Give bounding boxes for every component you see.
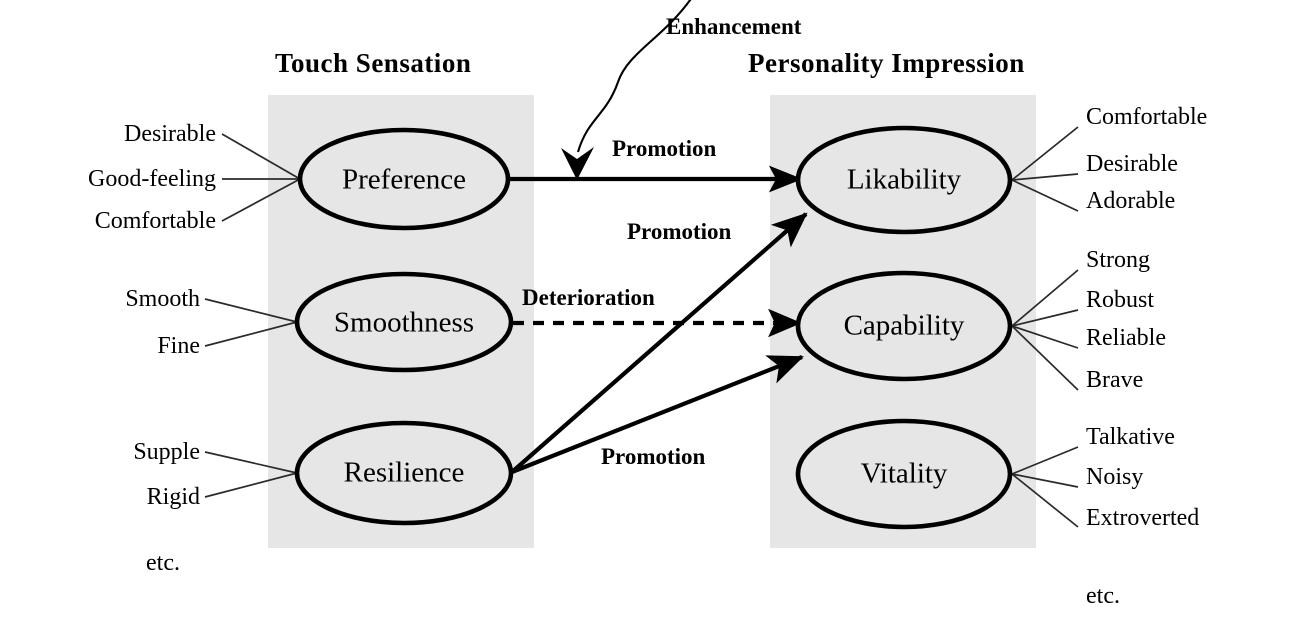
attribute-resilience-2: Rigid: [146, 484, 200, 510]
attribute-likability-2: Desirable: [1086, 151, 1178, 177]
attribute-preference-2: Good-feeling: [88, 166, 216, 192]
callout-leader-arrowhead: [561, 147, 594, 180]
attribute-resilience-1: Supple: [133, 439, 200, 465]
node-smoothness[interactable]: [294, 271, 514, 373]
attribute-preference-3: Comfortable: [94, 208, 216, 234]
edge-label-promotion-preference-likability: Promotion: [612, 136, 717, 161]
node-label-resilience: Resilience: [343, 456, 465, 489]
leader-lines-likability: [1011, 126, 1079, 212]
leader-lines-preference: [221, 133, 301, 222]
node-resilience[interactable]: [294, 420, 514, 526]
attribute-vitality-2: Noisy: [1086, 464, 1144, 490]
node-capability[interactable]: [795, 270, 1013, 382]
node-vitality[interactable]: [795, 418, 1013, 530]
heading-touch-sensation: Touch Sensation: [275, 48, 472, 78]
node-label-preference: Preference: [342, 163, 466, 196]
attribute-capability-4: Brave: [1086, 367, 1144, 393]
edge-label-promotion-resilience-likability: Promotion: [627, 219, 732, 244]
attribute-capability-1: Strong: [1086, 247, 1151, 273]
edge-resilience-likability: [510, 212, 808, 474]
leader-lines-smoothness: [204, 298, 298, 347]
attribute-vitality-3: Extroverted: [1086, 505, 1200, 531]
node-label-likability: Likability: [846, 163, 962, 196]
leader-lines-resilience: [204, 451, 298, 498]
callout-leader-line: [576, 0, 692, 153]
etc-left: etc.: [146, 550, 180, 576]
node-label-capability: Capability: [843, 309, 965, 342]
attribute-capability-2: Robust: [1086, 287, 1155, 313]
attribute-likability-1: Comfortable: [1086, 104, 1208, 130]
attribute-capability-3: Reliable: [1086, 325, 1166, 351]
node-label-vitality: Vitality: [860, 457, 948, 490]
leader-lines-capability: [1011, 269, 1079, 391]
node-label-smoothness: Smoothness: [333, 306, 475, 339]
callout-enhancement-label: Enhancement: [666, 14, 802, 39]
etc-right: etc.: [1086, 583, 1120, 609]
node-likability[interactable]: [795, 125, 1013, 235]
attribute-vitality-1: Talkative: [1086, 424, 1175, 450]
attribute-smoothness-1: Smooth: [125, 286, 200, 312]
edge-label-promotion-resilience-capability: Promotion: [601, 444, 706, 469]
node-preference[interactable]: [297, 127, 511, 231]
heading-personality-impression: Personality Impression: [748, 48, 1025, 78]
leader-lines-vitality: [1011, 446, 1079, 528]
edge-resilience-capability: [511, 355, 804, 474]
attribute-smoothness-2: Fine: [157, 333, 200, 359]
attribute-likability-3: Adorable: [1086, 188, 1176, 214]
edge-label-deterioration-smoothness-capability: Deterioration: [522, 285, 655, 310]
attribute-preference-1: Desirable: [124, 121, 216, 147]
